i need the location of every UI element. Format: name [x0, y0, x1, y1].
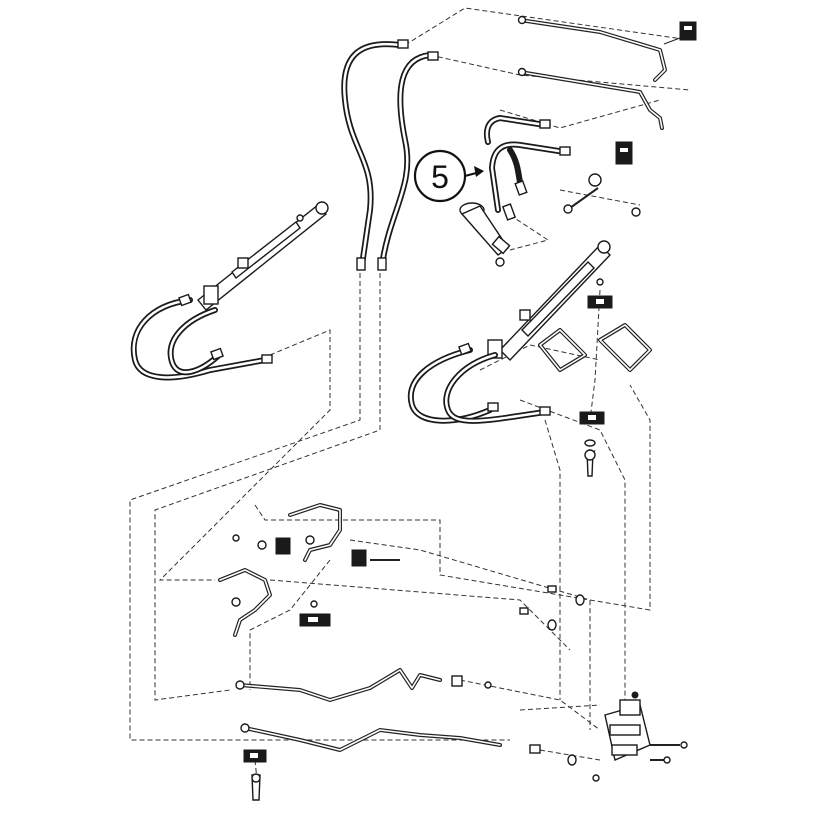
left-cylinder-assembly — [130, 201, 329, 381]
item-5-hose-assembly — [483, 114, 571, 221]
bracket-right-top — [563, 141, 641, 217]
callout-5: 5 — [413, 149, 484, 203]
main-hoses-vertical — [341, 39, 439, 271]
clamp-top-right — [663, 21, 697, 45]
center-brackets — [218, 503, 400, 637]
callout-5-label: 5 — [431, 159, 449, 195]
bottom-rigid-tubes — [235, 668, 502, 801]
right-cylinder-assembly — [407, 240, 611, 424]
top-rigid-tubes — [517, 15, 667, 130]
right-tube-brackets — [538, 278, 652, 477]
control-valve — [592, 691, 688, 782]
routing-lines — [129, 7, 691, 791]
small-cylinder — [459, 202, 511, 267]
fittings-orings — [519, 585, 585, 766]
